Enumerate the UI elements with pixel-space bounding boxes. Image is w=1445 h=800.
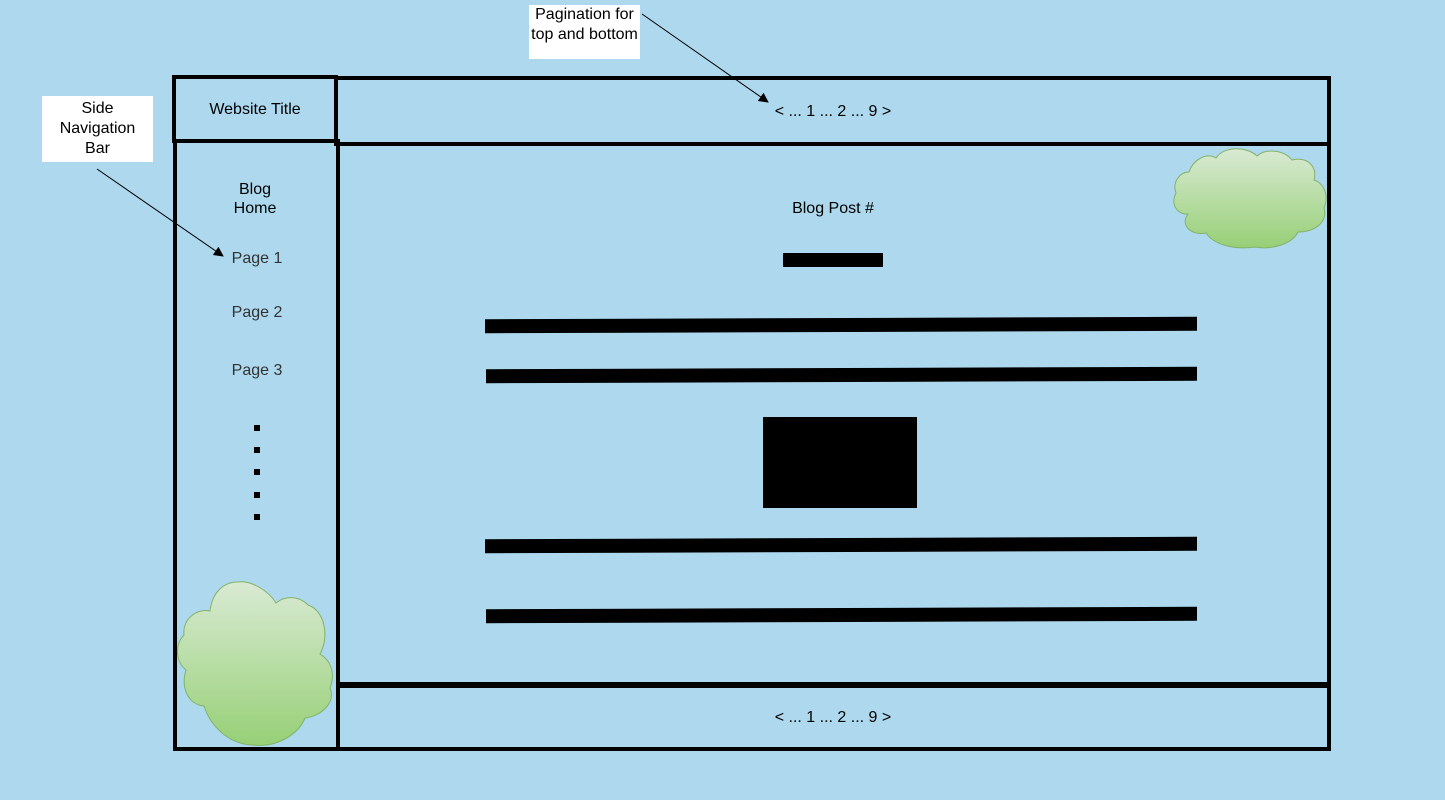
- sidebar-item-page-1[interactable]: Page 1: [231, 250, 283, 267]
- cloud-icon: [1173, 148, 1327, 249]
- more-dot: [254, 514, 260, 520]
- more-dot: [254, 469, 260, 475]
- pagination-bottom[interactable]: < ... 1 ... 2 ... 9 >: [774, 709, 892, 726]
- pagination-annotation: Pagination for top and bottom: [529, 5, 640, 59]
- pagination-top[interactable]: < ... 1 ... 2 ... 9 >: [774, 103, 892, 120]
- post-subtitle-bar: [783, 253, 883, 267]
- bottom-pagination-box: [336, 682, 1331, 751]
- cloud-icon: [177, 581, 333, 746]
- website-title: Website Title: [209, 101, 301, 118]
- pagination-arrow: [641, 13, 769, 103]
- blog-post-area: [336, 142, 1331, 688]
- pagination-annotation-text: Pagination for top and bottom: [531, 6, 638, 43]
- more-dot: [254, 447, 260, 453]
- sidenav-annotation: Side Navigation Bar: [42, 96, 153, 162]
- more-dot: [254, 425, 260, 431]
- sidebar-item-blog-home[interactable]: Blog Home: [233, 181, 277, 217]
- sidenav-arrow: [96, 168, 224, 257]
- sidenav-annotation-text: Side Navigation Bar: [59, 100, 136, 157]
- sidebar-item-page-2[interactable]: Page 2: [231, 304, 283, 321]
- more-dot: [254, 492, 260, 498]
- sidebar-item-page-3[interactable]: Page 3: [231, 362, 283, 379]
- image-placeholder: [763, 417, 917, 508]
- blog-post-title: Blog Post #: [792, 200, 874, 217]
